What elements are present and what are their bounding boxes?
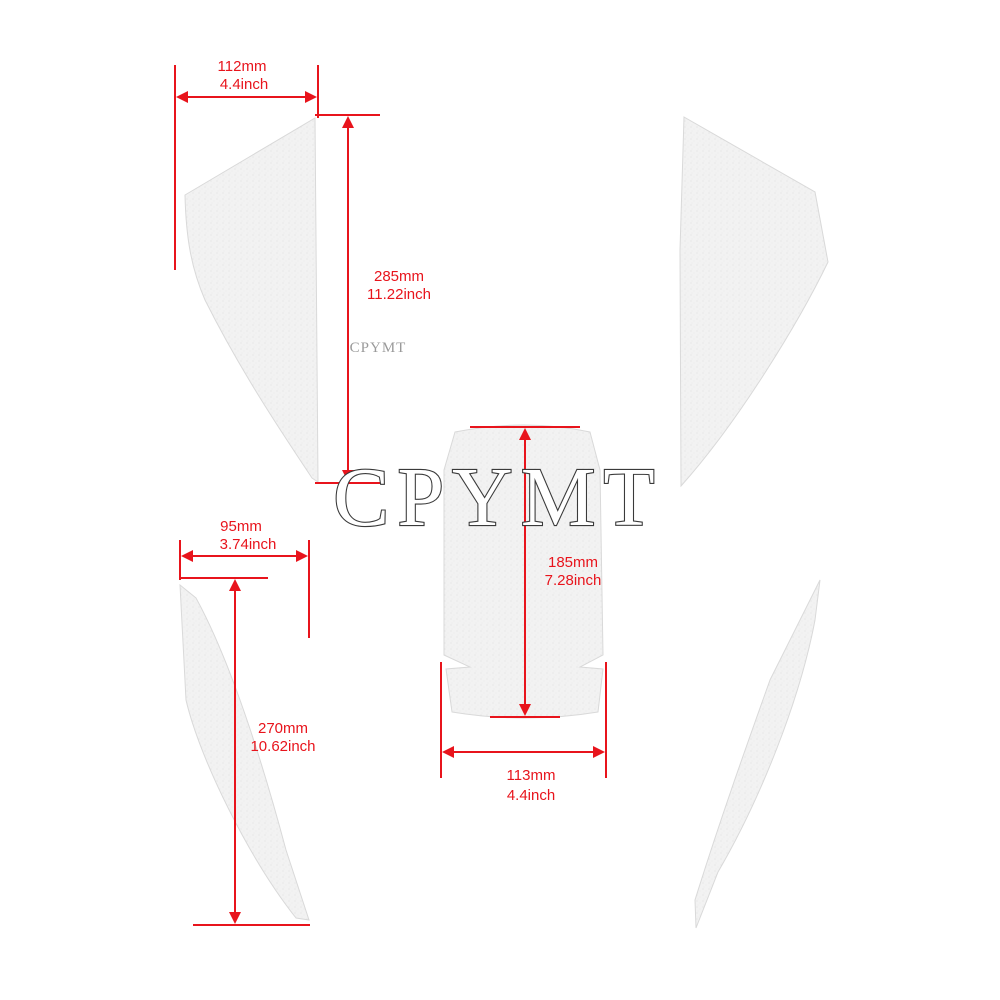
top-left-width-inch: 4.4inch (220, 76, 268, 93)
pads (179, 116, 829, 929)
top-right-side-pad (679, 116, 829, 488)
center-height-inch: 7.28inch (545, 572, 602, 589)
bottom-left-width-inch: 3.74inch (220, 536, 277, 553)
watermark-large: CPYMT (333, 451, 662, 544)
dimension-center-width: 113mm 4.4inch (440, 662, 607, 804)
bottom-left-height-inch: 10.62inch (250, 738, 315, 755)
top-left-height-mm: 285mm (374, 268, 424, 285)
top-left-width-mm: 112mm (218, 58, 267, 75)
top-left-height-inch: 11.22inch (367, 286, 431, 303)
watermark-small: CPYMT (350, 340, 407, 356)
dimension-top-left-height: 285mm 11.22inch (315, 114, 431, 484)
dimension-top-left-width: 112mm 4.4inch (174, 58, 319, 270)
center-width-inch: 4.4inch (507, 787, 555, 804)
top-left-side-pad (184, 117, 319, 483)
center-height-mm: 185mm (548, 554, 598, 571)
center-tank-pad (443, 424, 604, 719)
center-width-mm: 113mm (507, 767, 556, 784)
bottom-left-knee-pad (179, 583, 310, 921)
dimension-bottom-left-height: 270mm 10.62inch (180, 577, 316, 926)
bottom-left-height-mm: 270mm (258, 720, 308, 737)
bottom-right-knee-pad (694, 579, 821, 929)
dimension-bottom-left-width: 95mm 3.74inch (179, 518, 310, 638)
dimension-center-height: 185mm 7.28inch (470, 426, 602, 718)
bottom-left-width-mm: 95mm (220, 518, 262, 535)
